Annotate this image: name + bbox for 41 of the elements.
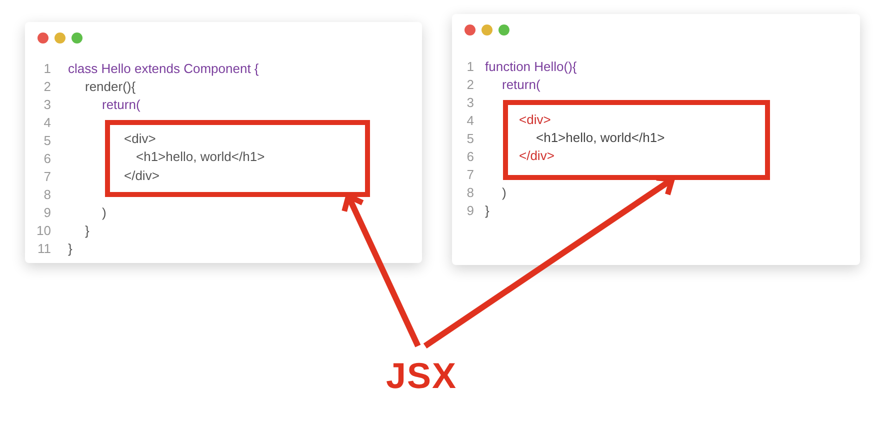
- line-number: 2: [42, 79, 51, 95]
- line-number: 8: [42, 187, 51, 203]
- code-line: ): [502, 185, 506, 201]
- line-number: 3: [466, 95, 474, 111]
- code-line: class Hello extends Component {: [68, 61, 259, 77]
- code-line: <div>: [519, 112, 551, 128]
- code-line: render(){: [85, 79, 136, 95]
- line-number: 1: [42, 61, 51, 77]
- code-line: <h1>hello, world</h1>: [536, 130, 665, 146]
- code-window: [25, 22, 422, 263]
- line-number: 8: [466, 185, 474, 201]
- line-number: 7: [42, 169, 51, 185]
- line-number: 2: [466, 77, 474, 93]
- code-window: [452, 14, 860, 265]
- highlight-box: [503, 100, 770, 180]
- code-line: return(: [502, 77, 540, 93]
- code-line: return(: [102, 97, 140, 113]
- line-number: 3: [42, 97, 51, 113]
- line-number: 10: [36, 223, 51, 239]
- code-line: ): [102, 205, 106, 221]
- line-number: 4: [466, 113, 474, 129]
- line-number: 6: [466, 149, 474, 165]
- line-number: 5: [42, 133, 51, 149]
- highlight-box: [105, 120, 370, 197]
- line-number: 6: [42, 151, 51, 167]
- line-number: 5: [466, 131, 474, 147]
- line-number: 7: [466, 167, 474, 183]
- code-line: </div>: [519, 148, 554, 164]
- code-line: function Hello(){: [485, 59, 577, 75]
- code-line: }: [68, 241, 72, 257]
- line-number: 9: [42, 205, 51, 221]
- line-number: 4: [42, 115, 51, 131]
- callout-label: JSX: [386, 356, 458, 396]
- line-number: 1: [466, 59, 474, 75]
- line-number: 11: [36, 241, 51, 257]
- code-line: }: [485, 203, 490, 219]
- code-line: <div>: [124, 131, 156, 147]
- line-number: 9: [466, 203, 474, 219]
- code-line: }: [85, 223, 90, 239]
- code-line: </div>: [124, 168, 160, 184]
- code-line: <h1>hello, world</h1>: [136, 149, 265, 165]
